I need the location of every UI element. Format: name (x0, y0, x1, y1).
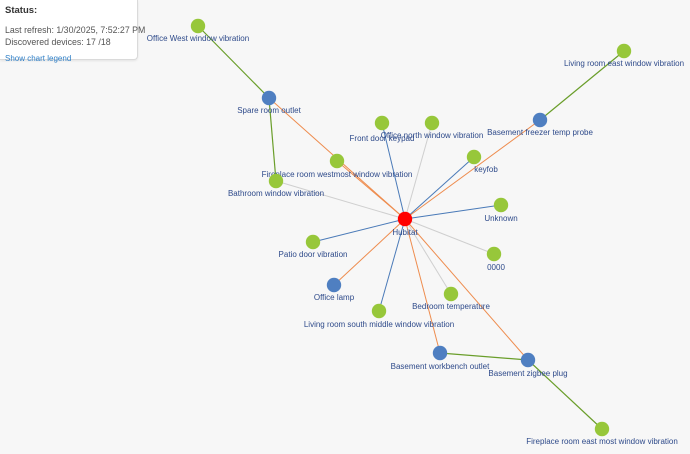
router-node-circle[interactable] (520, 352, 536, 368)
end-device-node-circle[interactable] (268, 173, 284, 189)
node-label: Basement freezer temp probe (487, 128, 593, 137)
node-office-west[interactable]: Office West window vibration (147, 18, 249, 43)
node-label: keyfob (474, 165, 498, 174)
node-fireplace-east[interactable]: Fireplace room east most window vibratio… (526, 421, 678, 446)
router-node-circle[interactable] (261, 90, 277, 106)
node-bedroom-temp[interactable]: Bedroom temperature (412, 286, 490, 311)
discovered-devices-text: Discovered devices: 17 /18 (5, 37, 111, 47)
status-panel: Status: Last refresh: 1/30/2025, 7:52:27… (0, 0, 146, 63)
edge-hub-to-office-north (404, 122, 433, 220)
node-office-north[interactable]: Office north window vibration (381, 115, 484, 140)
node-patio-door[interactable]: Patio door vibration (279, 234, 348, 259)
edge-hub-to-office-lamp (333, 218, 406, 286)
router-node-circle[interactable] (532, 112, 548, 128)
node-unknown[interactable]: Unknown (484, 197, 518, 223)
end-device-node-circle[interactable] (305, 234, 321, 250)
last-refresh-text: Last refresh: 1/30/2025, 7:52:27 PM (5, 25, 146, 35)
end-device-node-circle[interactable] (329, 153, 345, 169)
status-title: Status: (5, 5, 38, 16)
node-spare-outlet[interactable]: Spare room outlet (237, 90, 302, 115)
end-device-node-circle[interactable] (374, 115, 390, 131)
node-label: Patio door vibration (279, 250, 348, 259)
end-device-node-circle[interactable] (493, 197, 509, 213)
edge-hub-to-bedroom-temp (404, 218, 452, 295)
edge-hub-to-living-south-middle (378, 218, 406, 312)
edge-hub-to-fireplace-westmost (336, 160, 406, 220)
edge-hub-to-front-door-keypad (381, 122, 406, 220)
edge-freezer-probe-to-living-east (539, 50, 625, 121)
node-label: Basement zigbee plug (488, 369, 567, 378)
edge-spare-outlet-to-office-west (197, 25, 270, 99)
node-label: Bathroom window vibration (228, 189, 324, 198)
node-front-door-keypad[interactable]: Front door keypad (350, 115, 415, 143)
hub-node-circle[interactable] (397, 211, 413, 227)
edge-workbench-outlet-to-zigbee-plug (439, 352, 529, 361)
node-label: Fireplace room westmost window vibration (262, 170, 413, 179)
node-label: Living room east window vibration (564, 59, 684, 68)
node-keyfob[interactable]: keyfob (466, 149, 499, 174)
end-device-node-circle[interactable] (190, 18, 206, 34)
end-device-node-circle[interactable] (443, 286, 459, 302)
node-bathroom-window[interactable]: Bathroom window vibration (228, 173, 324, 198)
nodes-layer: Hubitat Office West window vibrationSpare… (147, 18, 684, 446)
node-fireplace-westmost[interactable]: Fireplace room westmost window vibration (262, 153, 413, 179)
node-label: Front door keypad (350, 134, 415, 143)
node-label: Bedroom temperature (412, 302, 490, 311)
node-label: Fireplace room east most window vibratio… (526, 437, 678, 446)
edge-hub-to-node-0000 (404, 218, 495, 255)
edge-zigbee-plug-to-fireplace-east (527, 359, 603, 430)
node-living-south-middle[interactable]: Living room south middle window vibratio… (304, 303, 454, 329)
node-living-east[interactable]: Living room east window vibration (564, 43, 684, 68)
node-hub[interactable]: Hubitat (392, 211, 418, 237)
show-chart-legend-link[interactable]: Show chart legend (5, 54, 72, 63)
node-office-lamp[interactable]: Office lamp (314, 277, 355, 302)
end-device-node-circle[interactable] (616, 43, 632, 59)
node-label: Living room south middle window vibratio… (304, 320, 454, 329)
edge-hub-to-freezer-probe (404, 119, 541, 220)
node-label: Spare room outlet (237, 106, 301, 115)
edge-spare-outlet-to-bathroom-window (268, 97, 277, 182)
edges-layer (197, 25, 625, 430)
edge-hub-to-workbench-outlet (404, 218, 441, 354)
node-node-0000[interactable]: 0000 (486, 246, 506, 272)
end-device-node-circle[interactable] (371, 303, 387, 319)
edge-hub-to-patio-door (312, 218, 406, 243)
node-label: 0000 (487, 263, 505, 272)
end-device-node-circle[interactable] (466, 149, 482, 165)
node-workbench-outlet[interactable]: Basement workbench outlet (391, 345, 491, 371)
node-label: Hubitat (392, 228, 418, 237)
node-label: Office north window vibration (381, 131, 484, 140)
edge-hub-to-bathroom-window (275, 180, 406, 220)
node-zigbee-plug[interactable]: Basement zigbee plug (488, 352, 568, 378)
end-device-node-circle[interactable] (486, 246, 502, 262)
node-label: Office lamp (314, 293, 355, 302)
router-node-circle[interactable] (326, 277, 342, 293)
edge-hub-to-keyfob (404, 156, 475, 220)
node-label: Basement workbench outlet (391, 362, 491, 371)
node-freezer-probe[interactable]: Basement freezer temp probe (487, 112, 593, 137)
router-node-circle[interactable] (432, 345, 448, 361)
node-label: Unknown (484, 214, 517, 223)
end-device-node-circle[interactable] (424, 115, 440, 131)
edge-hub-to-zigbee-plug (404, 218, 529, 361)
end-device-node-circle[interactable] (594, 421, 610, 437)
node-label: Office West window vibration (147, 34, 249, 43)
edge-hub-to-unknown (404, 204, 502, 220)
